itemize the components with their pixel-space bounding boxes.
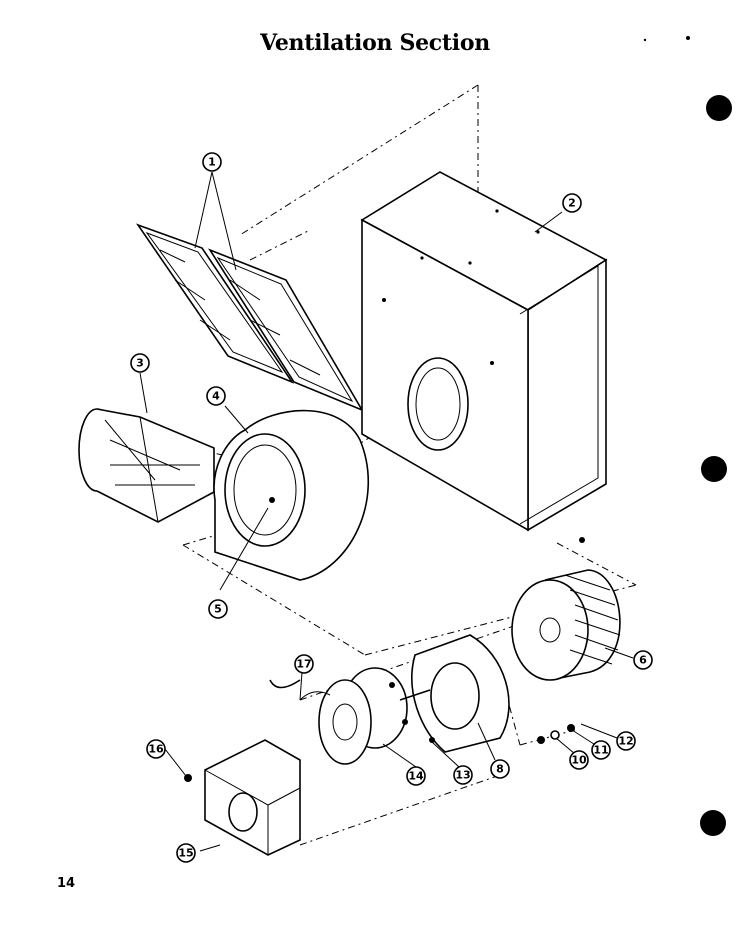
callout-10: 10 [569, 750, 589, 770]
cabinet-housing [360, 171, 608, 532]
callout-3: 3 [130, 353, 150, 373]
binder-hole-middle [701, 456, 727, 482]
callout-12: 12 [616, 731, 636, 751]
callout-label: 15 [178, 847, 193, 860]
speck-mark [686, 36, 690, 40]
callout-label: 14 [408, 770, 424, 783]
callout-4: 4 [206, 386, 226, 406]
hardware-fasteners [184, 724, 575, 782]
callout-16: 16 [146, 739, 166, 759]
page-title: Ventilation Section [260, 30, 490, 56]
mounting-plate [411, 634, 510, 753]
callout-17: 17 [294, 654, 314, 674]
callout-8: 8 [490, 759, 510, 779]
callout-label: 10 [571, 754, 587, 767]
callout-14: 14 [406, 766, 426, 786]
callout-15: 15 [176, 843, 196, 863]
electrical-box [204, 739, 301, 856]
callout-label: 13 [455, 769, 470, 782]
filter-panels [135, 223, 364, 412]
callout-2: 2 [562, 193, 582, 213]
callout-label: 3 [136, 357, 144, 370]
binder-hole-bottom [700, 810, 726, 836]
callout-label: 8 [496, 763, 504, 776]
callout-label: 6 [639, 654, 647, 667]
callout-label: 12 [618, 735, 633, 748]
callout-label: 11 [593, 744, 608, 757]
blower-inlet [78, 408, 215, 523]
callout-1: 1 [202, 152, 222, 172]
leader-lines [139, 171, 634, 852]
callout-6: 6 [633, 650, 653, 670]
binder-hole-top [706, 95, 732, 121]
speck-mark [643, 38, 647, 42]
callout-label: 2 [568, 197, 576, 210]
callout-13: 13 [453, 765, 473, 785]
callout-11: 11 [591, 740, 611, 760]
callout-label: 5 [214, 603, 222, 616]
callout-5: 5 [208, 599, 228, 619]
blower-housing [213, 409, 370, 581]
page-number: 14 [57, 876, 76, 891]
callout-label: 16 [148, 743, 164, 756]
blower-wheel [511, 537, 621, 681]
callout-label: 1 [208, 156, 216, 169]
callout-label: 17 [296, 658, 311, 671]
motor [269, 667, 431, 765]
callout-label: 4 [212, 390, 220, 403]
